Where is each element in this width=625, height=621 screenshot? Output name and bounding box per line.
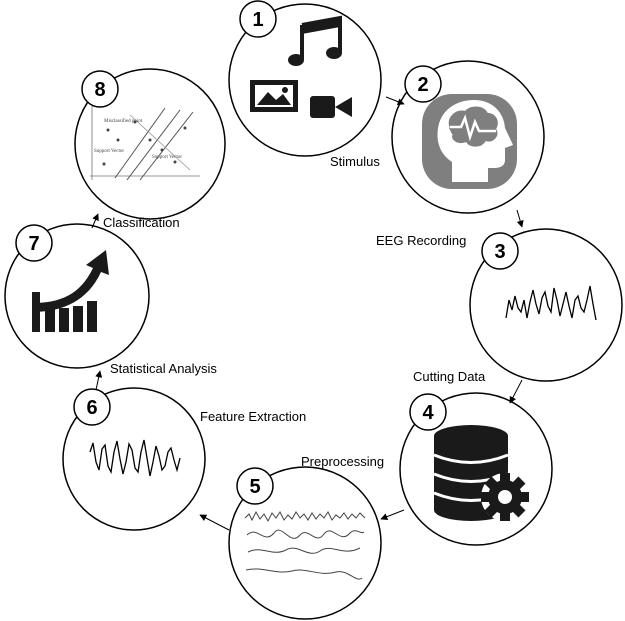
database-gear-icon (433, 425, 529, 521)
svm-label-misclassified: Misclassified point (104, 119, 143, 124)
flow-arrows (91, 96, 524, 531)
badge-1-number: 1 (252, 9, 263, 31)
label-feature-extraction: Feature Extraction (200, 409, 306, 424)
label-eeg-recording: EEG Recording (376, 233, 466, 248)
badge-2: 2 (404, 65, 442, 103)
image-icon (250, 80, 298, 112)
label-classification: Classification (103, 215, 180, 230)
step-5 (228, 466, 382, 620)
arrow-4-to-5 (380, 509, 405, 520)
label-preprocessing: Preprocessing (301, 454, 384, 469)
arrow-1-to-2 (385, 96, 405, 105)
arrow-5-to-6 (199, 514, 230, 531)
badge-7-number: 7 (28, 233, 39, 255)
video-camera-icon (310, 96, 352, 118)
badge-6: 6 (73, 388, 111, 426)
badge-3: 3 (481, 232, 519, 270)
svm-label-support-vector-1: Support Vector (94, 149, 124, 154)
badge-7: 7 (15, 224, 53, 262)
badge-8: 8 (81, 70, 119, 108)
badge-2-number: 2 (417, 74, 428, 96)
step-4 (399, 392, 553, 546)
label-cutting-data: Cutting Data (413, 369, 486, 384)
step-8-circle (74, 68, 226, 220)
arrow-2-to-3 (516, 209, 524, 228)
badge-1: 1 (239, 0, 277, 38)
svm-plot-icon: Misclassified point Support Vector Suppo… (90, 100, 200, 181)
label-statistical-analysis: Statistical Analysis (110, 361, 217, 376)
step-1-circle (228, 3, 382, 157)
brain-head-icon (422, 94, 517, 189)
gear-icon (481, 473, 529, 521)
stimulus-media-icons (250, 15, 352, 118)
badge-5-number: 5 (249, 476, 260, 498)
badge-5: 5 (236, 467, 274, 505)
badge-4: 4 (409, 393, 447, 431)
step-1 (228, 3, 382, 157)
badge-8-number: 8 (94, 79, 105, 101)
arrow-7-to-8 (91, 213, 99, 229)
step-8: Misclassified point Support Vector Suppo… (74, 68, 226, 220)
svm-label-support-vector-2: Support Vector (152, 155, 182, 160)
multi-signal-icon (244, 510, 366, 580)
eeg-signal-icon (505, 285, 597, 321)
badge-4-number: 4 (422, 402, 434, 424)
badge-3-number: 3 (494, 241, 505, 263)
signal-wave-icon (89, 439, 181, 477)
badge-6-number: 6 (86, 397, 97, 419)
arrow-6-to-7 (95, 370, 103, 391)
arrow-3-to-4 (509, 379, 523, 404)
step-5-circle (228, 466, 382, 620)
label-stimulus: Stimulus (330, 154, 380, 169)
music-note-icon (288, 15, 342, 66)
bar-chart-arrow-icon (32, 250, 109, 332)
